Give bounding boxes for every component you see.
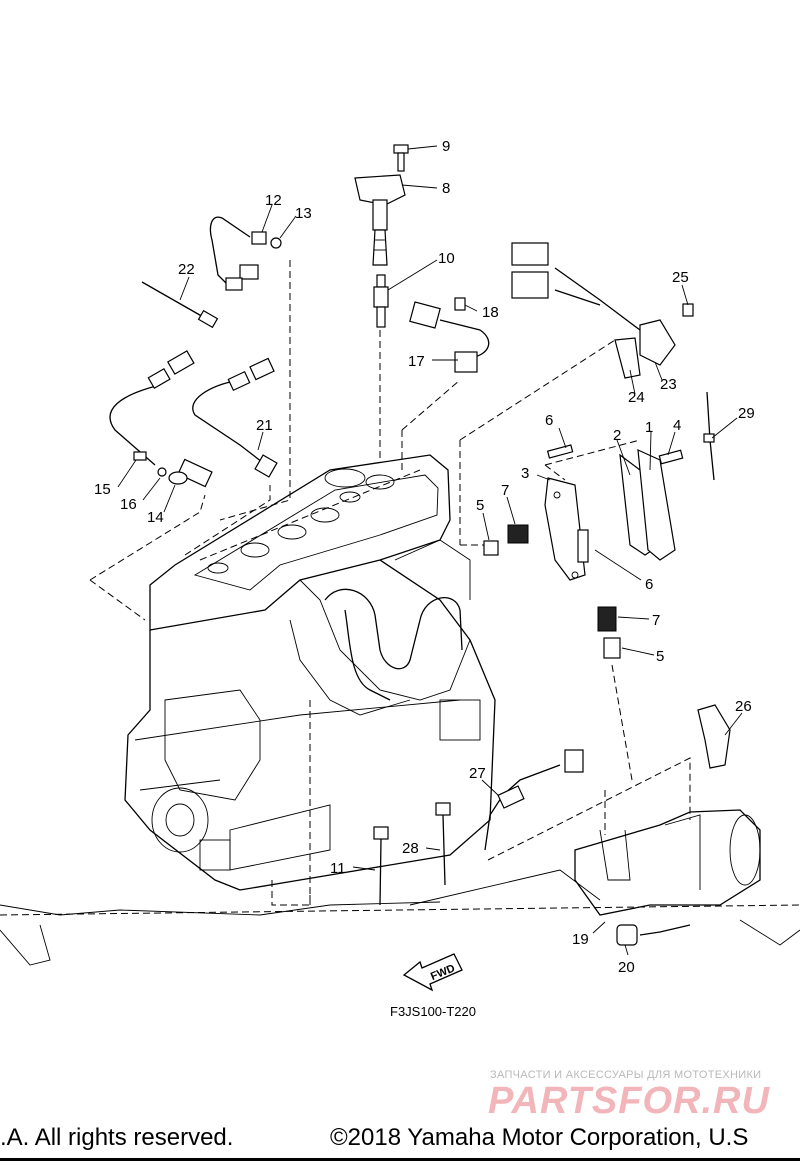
leader-lines [89,260,691,906]
crank-position-sensor [511,242,694,379]
callout-5a: 5 [476,497,484,514]
callout-15: 15 [94,481,111,498]
callout-3: 3 [521,465,529,482]
intake-gasket-set [619,449,676,561]
callout-21: 21 [256,417,273,434]
callout-labels: 9 8 12 13 10 22 25 18 17 23 24 29 6 21 4… [94,138,755,976]
fwd-arrow: FWD [402,953,463,992]
watermark-tagline: ЗАПЧАСТИ И АКСЕССУАРЫ ДЛЯ МОТОТЕХНИКИ [490,1069,762,1081]
cable-tie [373,802,451,906]
callout-7a: 7 [501,482,509,499]
callout-18: 18 [482,304,499,321]
callout-12: 12 [265,192,282,209]
watermark-logo: PARTSFOR.RU [488,1080,770,1122]
callout-leaders [117,145,743,956]
callout-1: 1 [645,419,653,436]
clamp-strap [703,391,715,481]
bottom-divider [0,1158,800,1161]
callout-17: 17 [408,353,425,370]
callout-25: 25 [672,269,689,286]
callout-20: 20 [618,959,635,976]
engine-block [124,454,496,891]
callout-4: 4 [673,417,681,434]
spark-plug [373,274,389,328]
callout-13: 13 [295,205,312,222]
footer-rights-text: .A. All rights reserved. [0,1124,234,1151]
probe-sensor [141,281,219,329]
bracket-bolt [546,444,684,563]
rubber-grommet [507,524,617,632]
temperature-sensor-harness [209,216,282,291]
callout-8: 8 [442,180,450,197]
exhaust-temperature-sensor [484,749,584,851]
callout-6b: 6 [645,576,653,593]
callout-19: 19 [572,931,589,948]
callout-11: 11 [330,860,346,877]
callout-14: 14 [147,509,164,526]
callout-26: 26 [735,698,752,715]
callout-6a: 6 [545,412,553,429]
collar [483,540,621,659]
callout-5b: 5 [656,648,664,665]
callout-2: 2 [613,427,621,444]
water-temperature-sensor [616,924,691,946]
callout-7b: 7 [652,612,660,629]
callout-24: 24 [628,389,645,406]
mounting-bracket [544,477,586,581]
cam-position-sensor [409,297,490,373]
callout-10: 10 [438,250,455,267]
callout-16: 16 [120,496,137,513]
ignition-coil-bolt [393,144,409,172]
callout-9: 9 [442,138,450,155]
exhaust-piping [0,809,800,966]
figure-code: F3JS100-T220 [390,1004,476,1019]
callout-29: 29 [738,405,755,422]
pressure-sensor [192,357,278,478]
callout-23: 23 [660,376,677,393]
knock-sensor [109,350,213,488]
holder-clip [697,704,731,769]
ignition-coil [354,174,406,266]
footer: .A. All rights reserved. ©2018 Yamaha Mo… [0,1124,800,1156]
callout-27: 27 [469,765,486,782]
fwd-label: FWD [429,962,457,983]
footer-copyright-text: ©2018 Yamaha Motor Corporation, U.S [330,1124,749,1151]
callout-22: 22 [178,261,195,278]
callout-28: 28 [402,840,419,857]
